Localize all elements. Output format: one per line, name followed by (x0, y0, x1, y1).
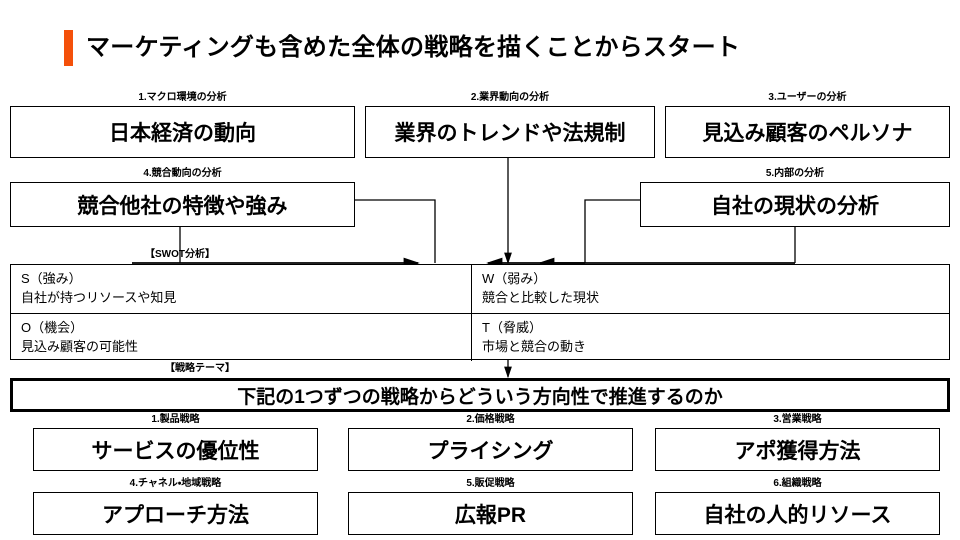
box-human-resources[interactable]: 自社の人的リソース (655, 492, 940, 535)
swot-strength-heading: S（強み） (21, 271, 82, 286)
caption-internal-analysis: 5.内部の分析 (765, 168, 825, 179)
strategy-theme-band[interactable]: 下記の1つずつの戦略からどういう方向性で推進するのか (10, 378, 950, 412)
caption-product-strategy: 1.製品戦略 (151, 414, 200, 425)
swot-cell-weakness[interactable]: W（弱み） 競合と比較した現状 (471, 265, 949, 313)
box-industry-trend[interactable]: 業界のトレンドや法規制 (365, 106, 655, 158)
page-title-text: マーケティングも含めた全体の戦略を描くことからスタート (86, 34, 741, 61)
box-customer-persona[interactable]: 見込み顧客のペルソナ (665, 106, 950, 158)
box-japan-economy[interactable]: 日本経済の動向 (10, 106, 355, 158)
title-accent-bar (64, 30, 73, 66)
page-title: マーケティングも含めた全体の戦略を描くことからスタート (64, 30, 740, 66)
box-competitor-strength[interactable]: 競合他社の特徴や強み (10, 182, 355, 227)
caption-industry-analysis: 2.業界動向の分析 (470, 92, 550, 103)
swot-threat-detail: 市場と競合の動き (482, 338, 587, 354)
caption-channel-strategy: 4.チャネル・地域戦略 (129, 478, 222, 489)
caption-strategy-theme: 【戦略テーマ】 (165, 363, 235, 374)
swot-weakness-heading: W（弱み） (482, 271, 547, 286)
caption-macro-analysis: 1.マクロ環境の分析 (138, 92, 227, 103)
box-pricing[interactable]: プライシング (348, 428, 633, 471)
swot-opportunity-heading: O（機会） (21, 320, 84, 335)
caption-swot: 【SWOT分析】 (145, 249, 215, 260)
box-appointment-method[interactable]: アポ獲得方法 (655, 428, 940, 471)
caption-organization-strategy: 6.組織戦略 (773, 478, 822, 489)
caption-sales-strategy: 3.営業戦略 (773, 414, 822, 425)
box-public-relations[interactable]: 広報PR (348, 492, 633, 535)
swot-cell-threat[interactable]: T（脅威） 市場と競合の動き (471, 313, 949, 361)
swot-cell-strength[interactable]: S（強み） 自社が持つリソースや知見 (11, 265, 471, 313)
box-service-advantage[interactable]: サービスの優位性 (33, 428, 318, 471)
box-own-company-status[interactable]: 自社の現状の分析 (640, 182, 950, 227)
caption-competitor-analysis: 4.競合動向の分析 (143, 168, 222, 179)
box-approach-method[interactable]: アプローチ方法 (33, 492, 318, 535)
caption-promotion-strategy: 5.販促戦略 (466, 478, 515, 489)
swot-table: S（強み） 自社が持つリソースや知見 W（弱み） 競合と比較した現状 O（機会）… (10, 264, 950, 361)
swot-threat-heading: T（脅威） (482, 320, 542, 335)
swot-opportunity-detail: 見込み顧客の可能性 (21, 338, 139, 354)
caption-user-analysis: 3.ユーザーの分析 (768, 92, 847, 103)
swot-weakness-detail: 競合と比較した現状 (482, 289, 600, 305)
caption-price-strategy: 2.価格戦略 (466, 414, 515, 425)
swot-cell-opportunity[interactable]: O（機会） 見込み顧客の可能性 (11, 313, 471, 361)
swot-strength-detail: 自社が持つリソースや知見 (21, 289, 177, 305)
